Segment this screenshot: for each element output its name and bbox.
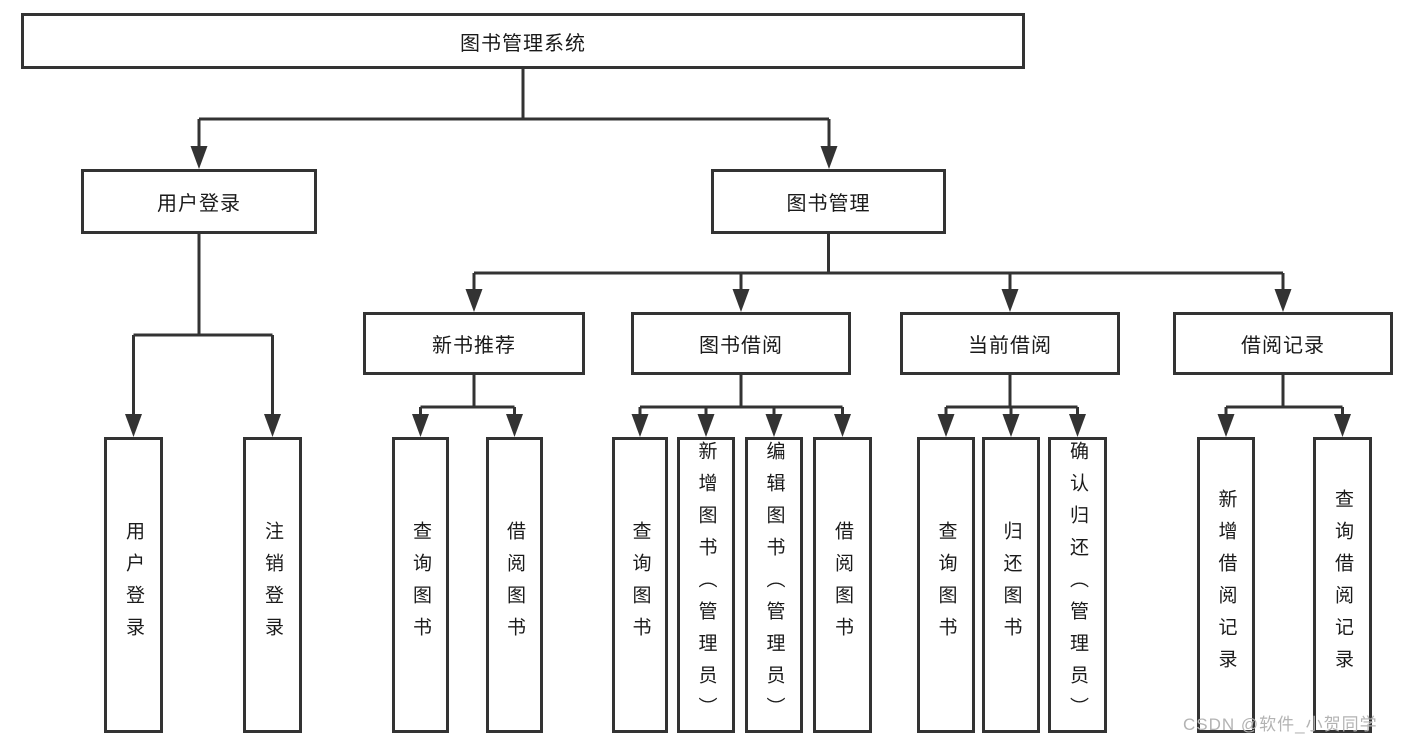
node-label: 注销登录 (262, 521, 283, 649)
node-label: 新增借阅记录 (1215, 489, 1237, 681)
node-label: 借阅图书 (504, 521, 525, 649)
leaf-bb-edit-books-admin: 编辑图书（管理员） (745, 437, 803, 733)
node-book-borrowing: 图书借阅 (631, 312, 851, 375)
node-label: 归还图书 (1000, 521, 1022, 649)
node-root-library-system: 图书管理系统 (21, 13, 1025, 69)
node-label: 编辑图书（管理员） (763, 441, 785, 729)
csdn-watermark: CSDN @软件_小贺同学 (1183, 715, 1378, 734)
leaf-br-add-record: 新增借阅记录 (1197, 437, 1255, 733)
leaf-cb-return-books: 归还图书 (982, 437, 1040, 733)
edge-new-book-rec-to-leaves (412, 375, 523, 437)
node-label: 确认归还（管理员） (1067, 441, 1088, 729)
leaf-cb-confirm-return-admin: 确认归还（管理员） (1048, 437, 1107, 733)
node-label: 用户登录 (123, 521, 144, 649)
node-book-management: 图书管理 (711, 169, 946, 234)
node-label: 查询图书 (629, 521, 651, 649)
node-user-login: 用户登录 (81, 169, 317, 234)
node-label: 图书管理 (786, 193, 871, 215)
node-label: 查询图书 (935, 521, 957, 649)
node-label: 图书管理系统 (460, 32, 586, 55)
node-label: 查询借阅记录 (1332, 489, 1353, 681)
node-label: 当前借阅 (968, 335, 1052, 357)
leaf-cb-query-books: 查询图书 (917, 437, 975, 733)
leaf-nbr-borrow-books: 借阅图书 (486, 437, 543, 733)
node-label: 用户登录 (157, 193, 241, 215)
node-label: 新增图书（管理员） (695, 441, 717, 729)
edge-borrow-records-to-leaves (1217, 375, 1351, 437)
edge-user-login-to-leaves (125, 234, 281, 437)
leaf-logout-login: 注销登录 (243, 437, 302, 733)
node-label: 借阅记录 (1241, 335, 1325, 357)
leaf-bb-borrow-books: 借阅图书 (813, 437, 872, 733)
node-new-book-recommend: 新书推荐 (363, 312, 585, 375)
node-label: 借阅图书 (832, 521, 853, 649)
node-label: 新书推荐 (432, 335, 516, 357)
node-borrow-records: 借阅记录 (1173, 312, 1393, 375)
edge-root-to-level2 (190, 69, 838, 169)
node-label: 查询图书 (410, 521, 431, 649)
leaf-nbr-query-books: 查询图书 (392, 437, 449, 733)
leaf-user-login: 用户登录 (104, 437, 163, 733)
node-current-borrowing: 当前借阅 (900, 312, 1120, 375)
leaf-bb-query-books: 查询图书 (612, 437, 668, 733)
edge-book-borrow-to-leaves (631, 375, 851, 437)
leaf-bb-add-books-admin: 新增图书（管理员） (677, 437, 735, 733)
edge-current-borrow-to-leaves (937, 375, 1086, 437)
node-label: 图书借阅 (699, 335, 783, 357)
edge-book-mgmt-to-level3 (465, 234, 1292, 312)
leaf-br-query-record: 查询借阅记录 (1313, 437, 1372, 733)
